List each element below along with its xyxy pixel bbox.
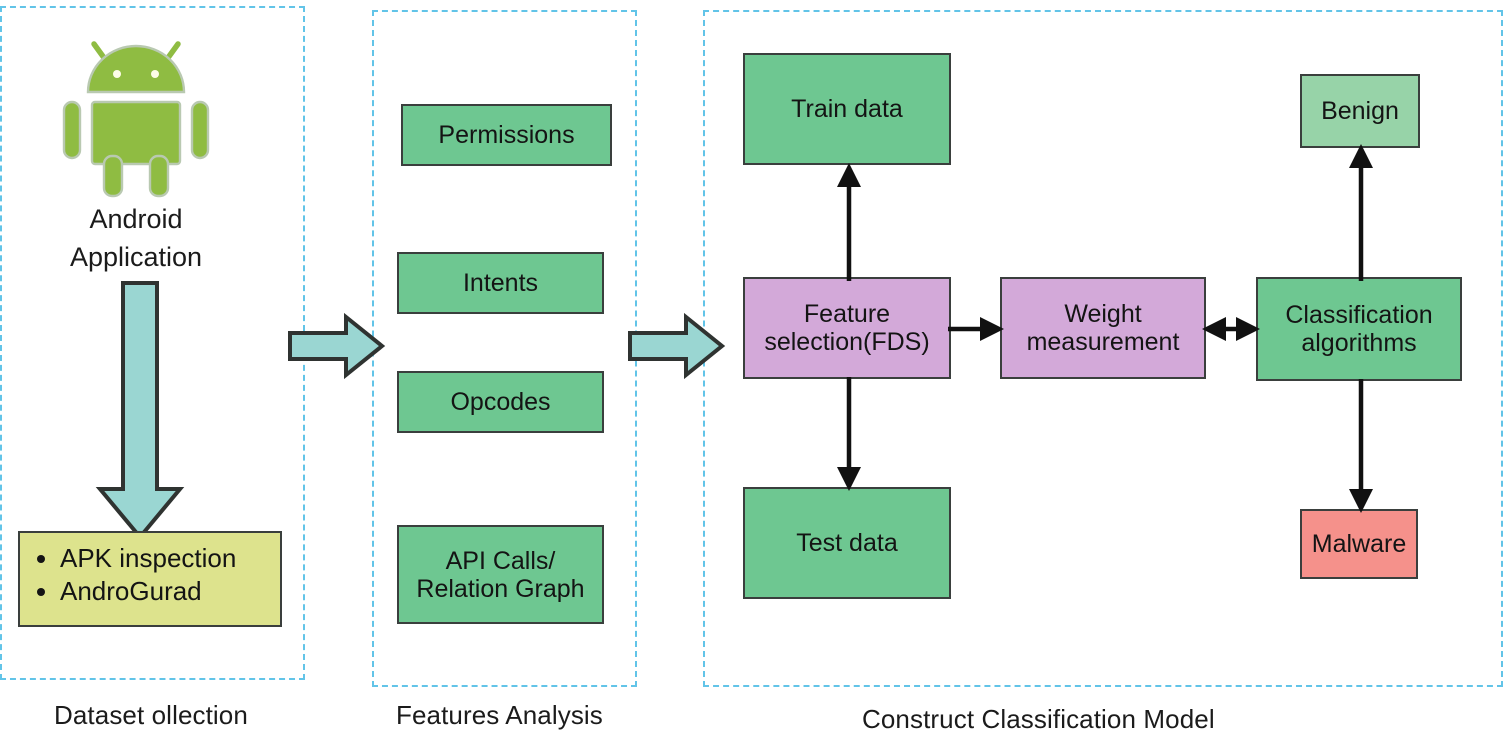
arrow-up-icon (818, 163, 880, 281)
model-box-benign[interactable]: Benign (1300, 74, 1420, 148)
android-application-caption: Android Application (12, 200, 260, 277)
fds-label-line1: Feature (803, 300, 891, 328)
arrow-down-icon (1330, 379, 1392, 513)
down-block-arrow-icon (95, 281, 185, 541)
model-box-test-data[interactable]: Test data (743, 487, 951, 599)
right-block-arrow-icon (628, 312, 726, 380)
api-label-line2: Relation Graph (416, 574, 585, 603)
model-box-weight-measurement[interactable]: Weight measurement (1000, 277, 1206, 379)
apk-bullet-list: APK inspection AndroGurad (38, 542, 280, 608)
api-label-line1: API Calls/ (445, 546, 556, 575)
android-caption-line1: Android (89, 204, 183, 234)
feature-box-intents[interactable]: Intents (397, 252, 604, 314)
classification-label-line2: algorithms (1301, 329, 1417, 357)
arrow-up-icon (1330, 144, 1392, 281)
list-item: APK inspection (60, 542, 280, 575)
apk-inspection-box: APK inspection AndroGurad (18, 531, 282, 627)
weight-label-line2: measurement (1026, 328, 1180, 356)
model-box-feature-selection[interactable]: Feature selection(FDS) (743, 277, 951, 379)
fds-label-line2: selection(FDS) (764, 328, 930, 356)
classification-label-line1: Classification (1285, 301, 1433, 329)
list-item: AndroGurad (60, 575, 280, 608)
feature-box-opcodes[interactable]: Opcodes (397, 371, 604, 433)
model-box-classification-algorithms[interactable]: Classification algorithms (1256, 277, 1462, 381)
right-block-arrow-icon (288, 312, 386, 380)
arrow-bidirectional-icon (1202, 300, 1260, 358)
model-box-malware[interactable]: Malware (1300, 509, 1418, 579)
feature-box-permissions[interactable]: Permissions (401, 104, 612, 166)
section-label-construct-classification-model: Construct Classification Model (862, 704, 1215, 734)
feature-box-api-calls[interactable]: API Calls/ Relation Graph (397, 525, 604, 624)
android-caption-line2: Application (69, 242, 203, 273)
android-robot-icon (62, 38, 210, 200)
section-label-dataset-collection: Dataset ollection (54, 700, 248, 730)
arrow-down-icon (818, 377, 880, 491)
arrow-right-icon (948, 300, 1004, 358)
weight-label-line1: Weight (1064, 300, 1142, 328)
section-label-features-analysis: Features Analysis (396, 700, 603, 730)
model-box-train-data[interactable]: Train data (743, 53, 951, 165)
